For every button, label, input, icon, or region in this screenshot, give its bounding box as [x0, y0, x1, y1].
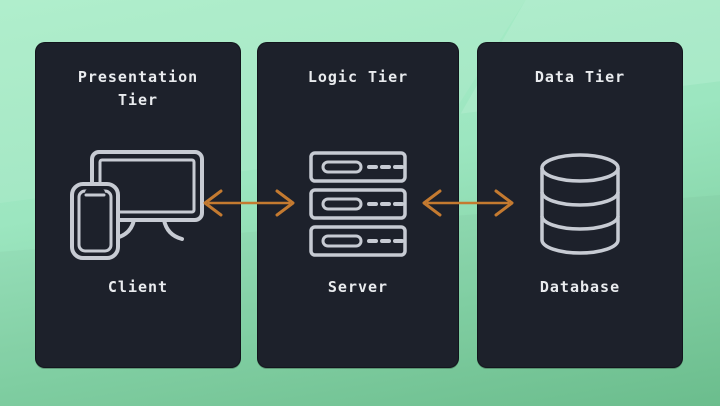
server-database-arrow — [421, 186, 515, 220]
server-rack-icon — [257, 140, 459, 268]
tier-title: Logic Tier — [307, 68, 409, 86]
database-icon — [477, 140, 683, 268]
tier-label: Client — [107, 278, 169, 296]
tier-title: Presentation Tier — [77, 68, 199, 110]
tier-label: Server — [327, 278, 389, 296]
client-devices-icon — [35, 140, 241, 268]
tier-title: Data Tier — [534, 68, 626, 86]
tier-label: Database — [539, 278, 621, 296]
client-server-arrow — [202, 186, 296, 220]
